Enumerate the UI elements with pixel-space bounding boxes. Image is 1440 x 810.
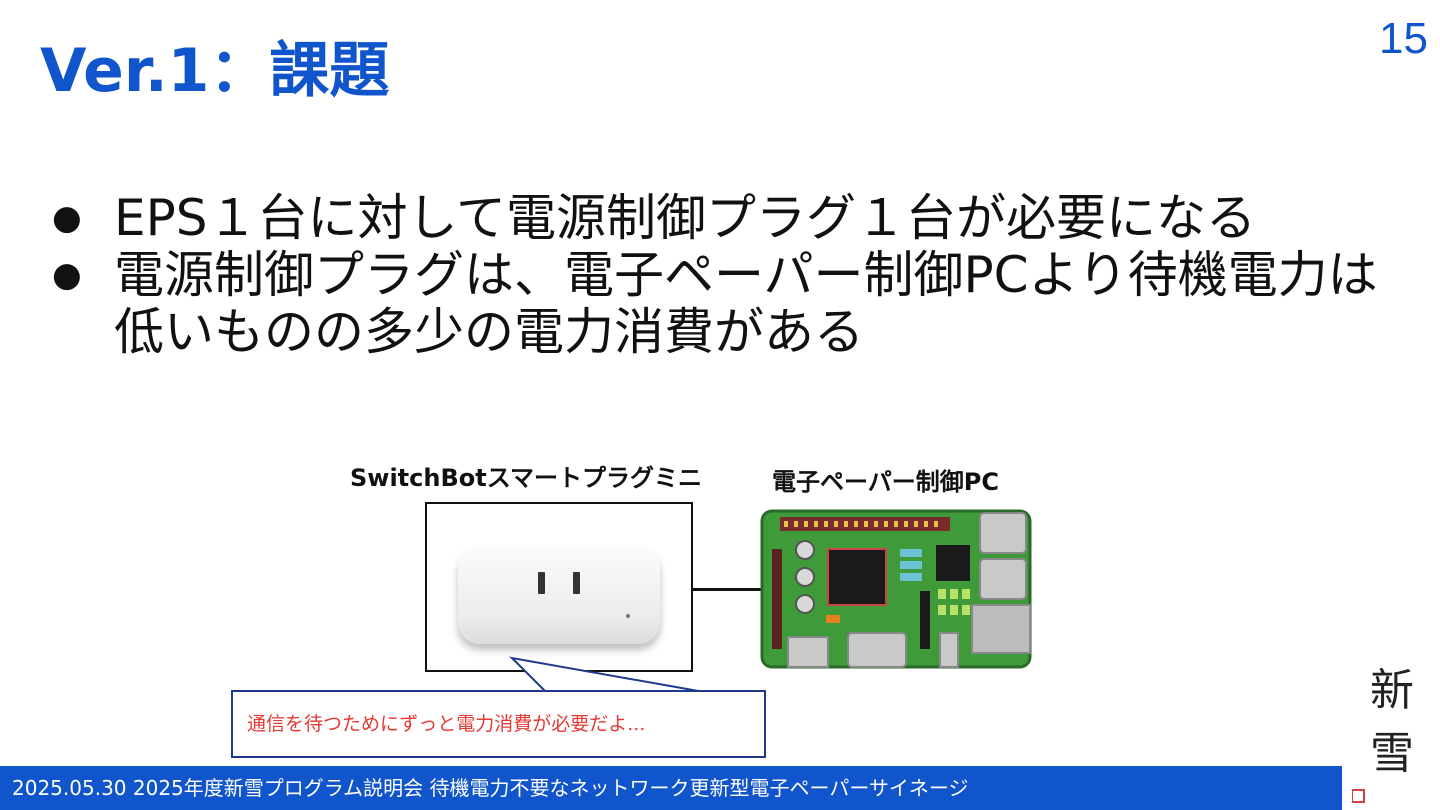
bullet-list: ● EPS１台に対して電源制御プラグ１台が必要になる ● 電源制御プラグは、電子… — [52, 190, 1382, 361]
svg-text:新: 新 — [1370, 665, 1414, 716]
smart-plug-image — [425, 502, 693, 672]
speech-bubble: 通信を待つためにずっと電力消費が必要だよ... — [231, 690, 766, 758]
bullet-item: ● 電源制御プラグは、電子ペーパー制御PCより待機電力は低いものの多少の電力消費… — [52, 247, 1382, 361]
bullet-dot-icon: ● — [52, 198, 82, 238]
bullet-text: EPS１台に対して電源制御プラグ１台が必要になる — [114, 189, 1256, 247]
shinsetsu-logo-icon: 新 雪 — [1352, 665, 1414, 803]
plug-label: SwitchBotスマートプラグミニ — [350, 464, 703, 492]
footer-bar: 2025.05.30 2025年度新雪プログラム説明会 待機電力不要なネットワー… — [0, 766, 1342, 810]
slide-title: Ver.1：課題 — [40, 36, 390, 106]
svg-text:雪: 雪 — [1370, 728, 1414, 779]
bullet-text: 電源制御プラグは、電子ペーパー制御PCより待機電力は低いものの多少の電力消費があ… — [114, 246, 1378, 361]
page-number: 15 — [1379, 14, 1428, 63]
smart-plug-icon — [458, 546, 660, 644]
bullet-item: ● EPS１台に対して電源制御プラグ１台が必要になる — [52, 190, 1382, 247]
cable-line — [693, 588, 763, 591]
raspberry-pi-board-icon — [760, 509, 1032, 669]
pc-label: 電子ペーパー制御PC — [772, 468, 999, 496]
bullet-dot-icon: ● — [52, 255, 82, 295]
